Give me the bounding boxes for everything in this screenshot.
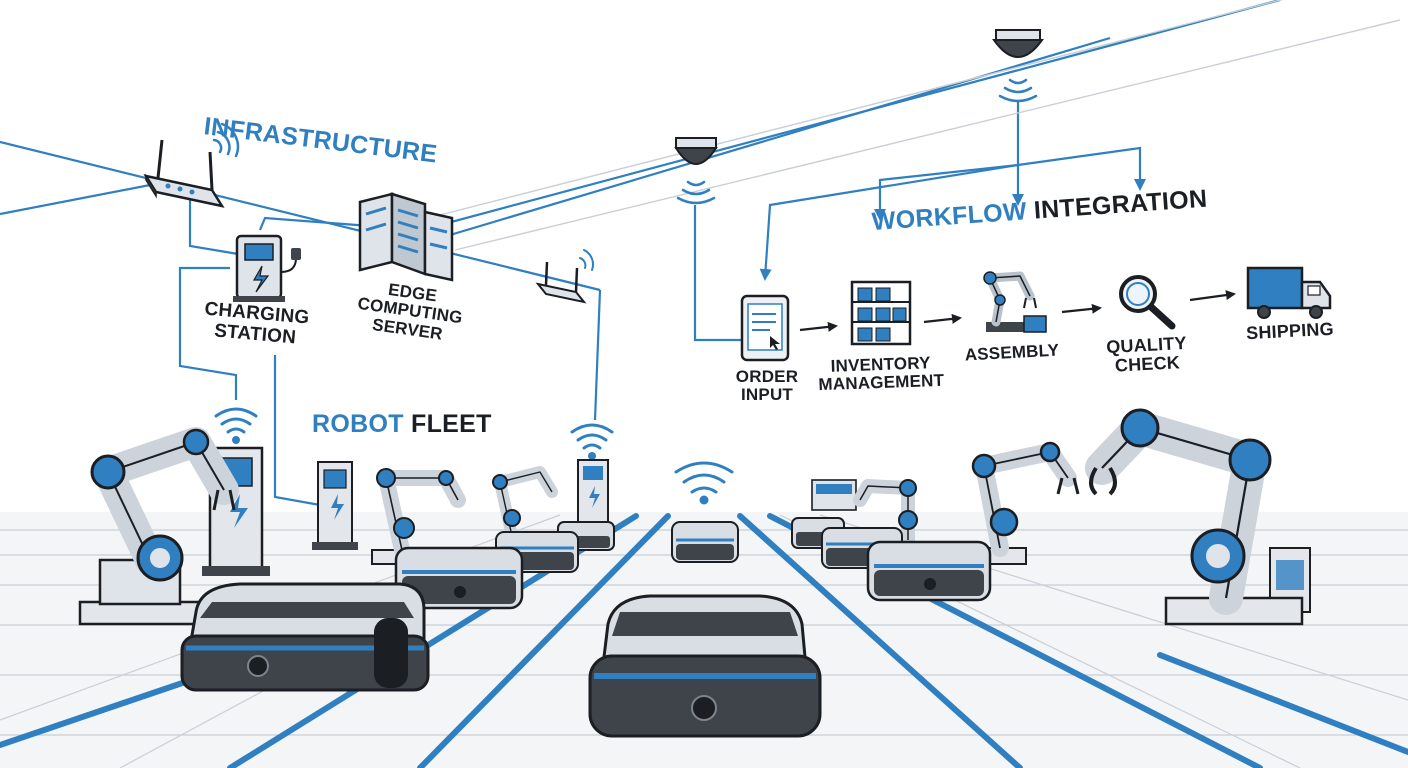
network-cables — [0, 0, 1281, 507]
agv-robot-far-center — [671, 521, 739, 563]
order-label-line-1: ORDER — [735, 367, 799, 386]
ceiling-camera-icon — [674, 137, 718, 205]
agv-robot-right-2 — [866, 540, 992, 602]
workflow-arrows — [799, 290, 1236, 332]
robot-arm-right-large — [1085, 408, 1311, 626]
workflow-step-order-input: ORDER INPUT — [722, 367, 812, 405]
agv-robot-front-center — [588, 594, 822, 738]
server-rack-icon — [358, 192, 454, 282]
fleet-title-rest: FLEET — [411, 410, 492, 438]
agv-robot-left-2 — [394, 546, 524, 610]
robot-arm-icon — [983, 271, 1047, 333]
order-label-line-2: INPUT — [741, 385, 793, 405]
charging-station-icon — [233, 234, 301, 302]
shelf-icon — [850, 280, 912, 346]
magnifier-icon — [1119, 275, 1176, 330]
ceiling-camera-icon-2 — [992, 29, 1044, 103]
robot-arm-right-small — [811, 479, 918, 547]
section-title-robot-fleet: ROBOT FLEET — [312, 410, 492, 439]
floor-charger-2 — [312, 461, 358, 550]
wifi-router-small-icon — [535, 249, 595, 304]
workflow-step-inventory: INVENTORY MANAGEMENT — [815, 353, 946, 395]
floor-charger-3 — [577, 459, 609, 525]
wifi-router-icon — [143, 122, 240, 208]
wifi-signal-icon — [214, 407, 734, 505]
workflow-step-quality-check: QUALITY CHECK — [1101, 333, 1193, 378]
agv-robot-front-left — [180, 582, 430, 692]
robot-arm-mid-2 — [492, 466, 558, 542]
truck-icon — [1246, 266, 1332, 319]
fleet-title-accent: ROBOT — [312, 410, 404, 438]
tablet-icon — [740, 294, 790, 362]
